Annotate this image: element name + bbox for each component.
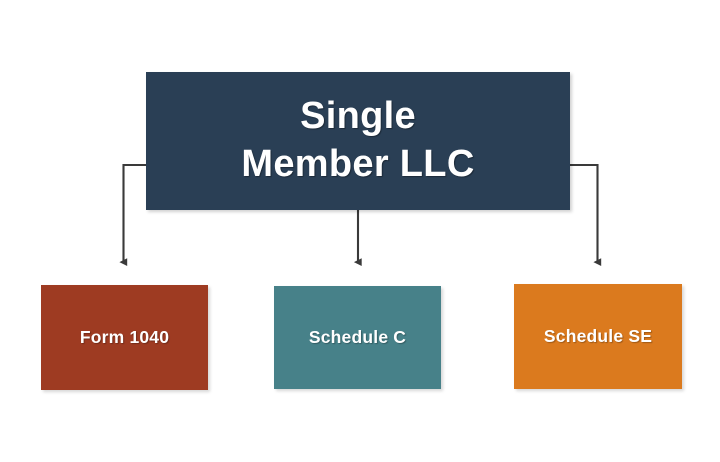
connector-root-to-form-1040 (119, 163, 146, 267)
connector-root-to-schedule-se (570, 163, 602, 267)
node-form-1040-label: Form 1040 (79, 327, 170, 347)
node-schedule-se-label: Schedule SE (543, 326, 653, 346)
node-single-member-llc-label: Single Member LLC (241, 95, 475, 185)
node-schedule-c-label: Schedule C (308, 327, 407, 347)
node-single-member-llc[interactable]: Single Member LLC (146, 72, 570, 210)
node-form-1040[interactable]: Form 1040 (41, 285, 208, 390)
node-schedule-c[interactable]: Schedule C (274, 286, 441, 389)
node-schedule-se[interactable]: Schedule SE (514, 284, 682, 389)
